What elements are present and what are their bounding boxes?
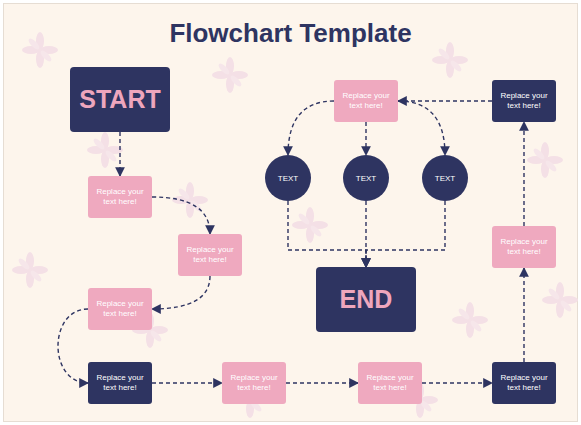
node-label: START <box>79 85 160 114</box>
flow-connector <box>152 276 210 309</box>
process-box-dark: Replace your text here! <box>88 362 152 404</box>
process-box-dark: Replace your text here! <box>492 80 556 122</box>
node-label: Replace your text here! <box>226 373 282 394</box>
flow-connector <box>523 268 524 362</box>
flow-connector <box>398 101 445 155</box>
flow-connector <box>288 101 334 155</box>
node-text-wrap: Replace your text here! <box>362 373 418 394</box>
node-text-wrap: START <box>79 85 160 114</box>
node-text-wrap: Replace your text here! <box>226 373 282 394</box>
flow-connector <box>365 122 366 155</box>
node-text-wrap: Replace your text here! <box>338 91 394 112</box>
node-text-wrap: TEXT <box>435 174 455 183</box>
node-label: Replace your text here! <box>92 373 148 394</box>
flow-connector <box>398 100 492 101</box>
node-text-wrap: Replace your text here! <box>92 187 148 208</box>
option-circle: TEXT <box>422 155 468 201</box>
node-text-wrap: END <box>340 285 393 314</box>
flow-connector <box>523 122 524 226</box>
node-text-wrap: Replace your text here! <box>92 373 148 394</box>
flow-connector <box>288 201 366 267</box>
terminal-box: START <box>70 67 170 132</box>
process-box: Replace your text here! <box>358 362 422 404</box>
node-label: END <box>340 285 393 314</box>
flow-connector <box>152 382 222 383</box>
flow-connector <box>119 132 120 176</box>
node-label: Replace your text here! <box>496 237 552 258</box>
option-circle: TEXT <box>343 155 389 201</box>
chart-title: Flowchart Template <box>0 18 581 49</box>
process-box-dark: Replace your text here! <box>492 362 556 404</box>
flow-connector <box>366 201 445 267</box>
node-text-wrap: Replace your text here! <box>182 245 238 266</box>
node-text-wrap: Replace your text here! <box>496 237 552 258</box>
option-circle: TEXT <box>265 155 311 201</box>
flow-connector <box>422 382 492 383</box>
node-text-wrap: Replace your text here! <box>496 373 552 394</box>
process-box: Replace your text here! <box>492 226 556 268</box>
process-box: Replace your text here! <box>222 362 286 404</box>
flow-connector <box>286 382 358 383</box>
node-label: Replace your text here! <box>338 91 394 112</box>
process-box: Replace your text here! <box>334 80 398 122</box>
process-box: Replace your text here! <box>178 234 242 276</box>
process-box: Replace your text here! <box>88 288 152 330</box>
node-text-wrap: Replace your text here! <box>92 299 148 320</box>
node-label: Replace your text here! <box>92 299 148 320</box>
flow-connector <box>58 309 88 383</box>
node-label: Replace your text here! <box>496 373 552 394</box>
node-label: Replace your text here! <box>496 91 552 112</box>
node-text-wrap: Replace your text here! <box>496 91 552 112</box>
node-label: TEXT <box>435 174 455 183</box>
process-box: Replace your text here! <box>88 176 152 218</box>
node-text-wrap: TEXT <box>278 174 298 183</box>
node-text-wrap: TEXT <box>356 174 376 183</box>
node-label: TEXT <box>278 174 298 183</box>
node-label: Replace your text here! <box>92 187 148 208</box>
node-label: TEXT <box>356 174 376 183</box>
flow-connector <box>152 197 210 234</box>
node-label: Replace your text here! <box>182 245 238 266</box>
node-label: Replace your text here! <box>362 373 418 394</box>
terminal-box: END <box>316 267 416 332</box>
